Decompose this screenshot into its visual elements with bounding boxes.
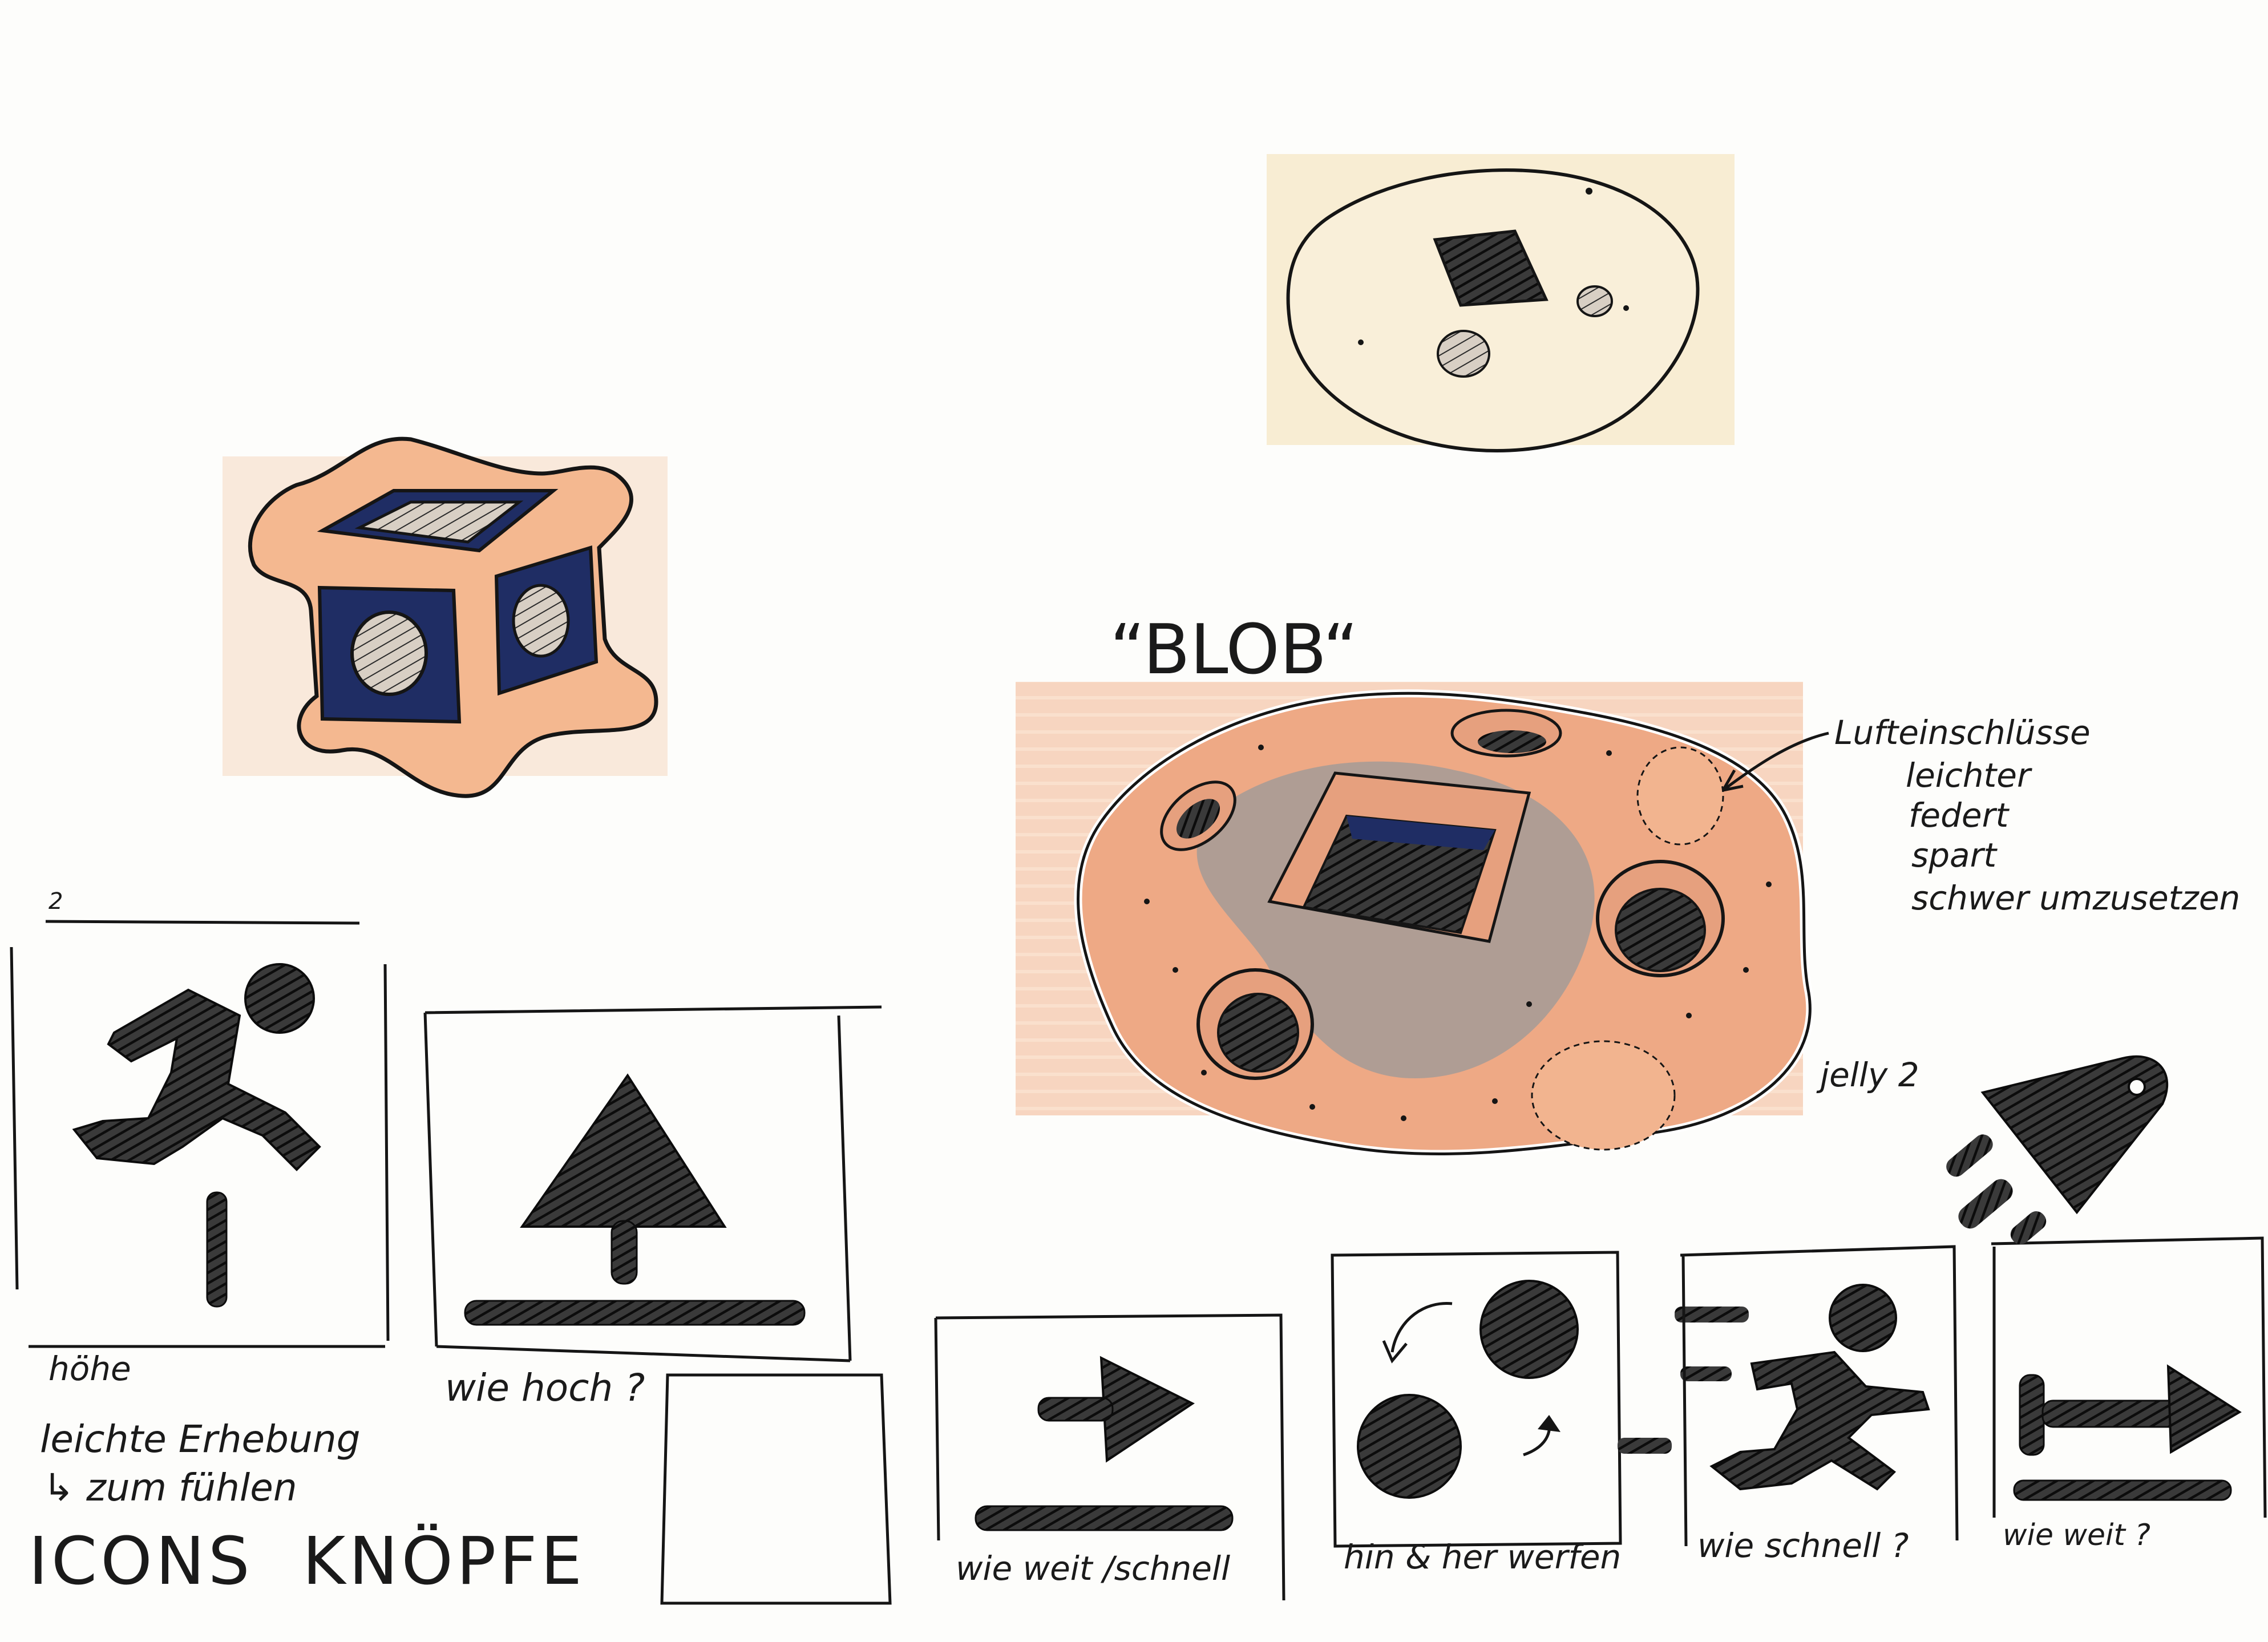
icons-heading: ICONS bbox=[29, 1523, 253, 1600]
zum-fuehlen-label: ↳ zum fühlen bbox=[43, 1466, 297, 1510]
jelly-label: jelly 2 bbox=[1820, 1055, 1919, 1094]
cube-sketch bbox=[223, 436, 668, 798]
wie-weit-label: wie weit ? bbox=[2003, 1518, 2150, 1552]
air-note-springy: federt bbox=[1909, 796, 2009, 835]
knoepfe-heading: KNÖPFE bbox=[302, 1523, 586, 1600]
box-throw bbox=[1331, 1251, 1622, 1548]
arrow-distance-icon bbox=[2013, 1364, 2242, 1501]
hin-her-label: hin & her werfen bbox=[1344, 1538, 1622, 1576]
big-blob-air-pocket-top bbox=[1636, 746, 1724, 846]
box-running-height bbox=[10, 947, 390, 1348]
cube-top-hole bbox=[354, 500, 524, 544]
blob-title: “BLOB“ bbox=[1110, 610, 1359, 690]
cube-left-hole bbox=[350, 610, 428, 696]
running-figure-height-icon bbox=[72, 963, 321, 1308]
yellow-blob-small-hole bbox=[1437, 330, 1490, 378]
running-figure-speed-icon bbox=[1709, 1284, 1930, 1491]
page-number: 2 bbox=[48, 888, 63, 915]
box-running-speed bbox=[1680, 1245, 1959, 1547]
air-note-saves: spart bbox=[1911, 836, 1997, 875]
wie-weit-schnell-label: wie weit /schnell bbox=[956, 1549, 1231, 1588]
wie-schnell-label: wie schnell ? bbox=[1697, 1526, 1909, 1565]
box-arrow-up bbox=[423, 1005, 882, 1362]
big-blob-sketch bbox=[1016, 682, 1829, 1158]
yellow-blob-side-hole bbox=[1576, 285, 1613, 317]
air-note-lighter: leichter bbox=[1906, 756, 2031, 795]
leichte-erhebung-label: leichte Erhebung bbox=[40, 1417, 361, 1461]
empty-button-icon bbox=[660, 1373, 892, 1605]
box-arrow-right bbox=[934, 1313, 1285, 1601]
hoehe-label: höhe bbox=[48, 1349, 131, 1388]
rocket-icon bbox=[1946, 1055, 2169, 1244]
yellow-blob-outline bbox=[1286, 168, 1700, 452]
box-distance bbox=[1991, 1236, 2267, 1518]
yellow-blob-sketch bbox=[1267, 154, 1735, 452]
throw-balls-icon bbox=[1357, 1280, 1579, 1499]
cube-right-hole bbox=[512, 584, 570, 658]
wie-hoch-label: wie hoch ? bbox=[445, 1366, 645, 1410]
arrow-right-icon bbox=[975, 1356, 1234, 1531]
air-pockets-label: Lufteinschlüsse bbox=[1834, 713, 2091, 752]
air-pocket-pointer-arrow bbox=[1722, 731, 1829, 792]
air-note-hard: schwer umzusetzen bbox=[1911, 879, 2241, 917]
big-blob-air-pocket-bottom bbox=[1531, 1040, 1676, 1151]
yellow-blob-square-hole bbox=[1433, 229, 1549, 307]
arrow-up-icon bbox=[464, 1073, 806, 1326]
